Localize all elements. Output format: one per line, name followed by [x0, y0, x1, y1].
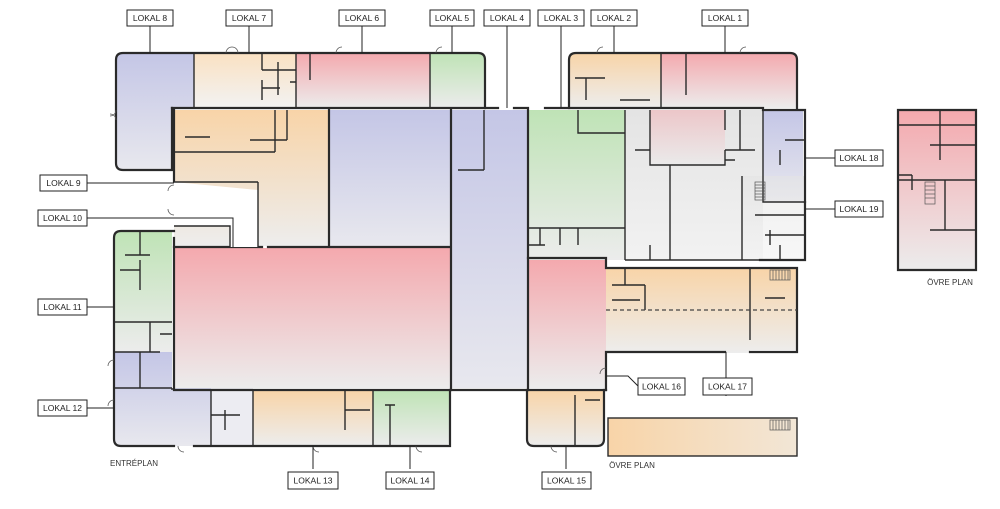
label-text-lokal-9: LOKAL 9	[46, 178, 80, 188]
label-text-lokal-18: LOKAL 18	[840, 153, 879, 163]
label-text-lokal-5: LOKAL 5	[435, 13, 469, 23]
room-upper-right	[898, 110, 976, 270]
label-box-lokal-14	[385, 471, 435, 490]
label-text-lokal-2: LOKAL 2	[597, 13, 631, 23]
unit-labels: LOKAL 1 LOKAL 2 LOKAL 3 LOKAL 4 LOKAL 5 LOKAL…	[37, 9, 884, 490]
label-box-lokal-13	[287, 471, 339, 490]
label-lokal-7: LOKAL 7	[225, 9, 273, 27]
label-box-lokal-4	[483, 9, 531, 27]
label-box-lokal-9	[39, 174, 88, 192]
room-lokal-14	[373, 390, 450, 446]
label-text-lokal-8: LOKAL 8	[133, 13, 167, 23]
label-lokal-5: LOKAL 5	[429, 9, 475, 27]
room-lokal-17-upper	[608, 418, 797, 456]
label-lokal-8: LOKAL 8	[126, 9, 174, 27]
room-right-red	[650, 110, 725, 165]
stairs-icon-lokal-16	[769, 269, 791, 281]
label-text-lokal-3: LOKAL 3	[544, 13, 578, 23]
leader-lines	[87, 26, 835, 469]
label-text-lokal-17: LOKAL 17	[708, 381, 747, 391]
room-lokal-2	[569, 53, 661, 108]
room-lokal-8	[116, 53, 194, 170]
room-blue-center	[329, 110, 451, 246]
stairs-icon-center-right	[754, 181, 766, 201]
label-box-lokal-7	[225, 9, 273, 27]
label-text-lokal-4: LOKAL 4	[490, 13, 524, 23]
room-lokal-12	[114, 352, 211, 446]
label-box-lokal-3	[537, 9, 585, 27]
label-text-lokal-13: LOKAL 13	[294, 475, 333, 485]
room-red-small	[528, 260, 606, 388]
label-lokal-18: LOKAL 18	[834, 149, 884, 167]
label-lokal-1: LOKAL 1	[701, 9, 749, 27]
upper-floor-caption-right: ÖVRE PLAN	[927, 278, 973, 287]
label-text-lokal-6: LOKAL 6	[345, 13, 379, 23]
label-box-lokal-8	[126, 9, 174, 27]
walls	[112, 51, 978, 457]
label-lokal-10: LOKAL 10	[37, 209, 88, 227]
label-box-lokal-18	[834, 149, 884, 167]
label-text-lokal-19: LOKAL 19	[840, 204, 879, 214]
label-lokal-16: LOKAL 16	[637, 377, 686, 396]
label-text-lokal-16: LOKAL 16	[642, 381, 681, 391]
upper-floor-caption-bottom: ÖVRE PLAN	[609, 461, 655, 470]
label-lokal-6: LOKAL 6	[338, 9, 386, 27]
label-lokal-4: LOKAL 4	[483, 9, 531, 27]
room-fills	[114, 53, 976, 456]
label-box-lokal-6	[338, 9, 386, 27]
entry-floor-caption: ENTRÉPLAN	[110, 459, 158, 468]
label-box-lokal-11	[37, 298, 88, 316]
room-lokal-16	[606, 268, 797, 353]
label-lokal-11: LOKAL 11	[37, 298, 88, 316]
label-lokal-14: LOKAL 14	[385, 471, 435, 490]
label-lokal-9: LOKAL 9	[39, 174, 88, 192]
label-box-lokal-5	[429, 9, 475, 27]
label-text-lokal-10: LOKAL 10	[43, 213, 82, 223]
stairs-icon-upper-right	[924, 181, 936, 205]
label-box-lokal-19	[834, 200, 884, 218]
label-text-lokal-7: LOKAL 7	[232, 13, 266, 23]
label-box-lokal-12	[37, 399, 88, 417]
room-lokal-7	[194, 53, 296, 108]
label-box-lokal-16	[637, 377, 686, 396]
passage-left	[174, 181, 259, 247]
room-lokal-15	[527, 390, 604, 446]
label-lokal-15: LOKAL 15	[541, 471, 592, 490]
room-lokal-12-b	[211, 388, 253, 446]
label-box-lokal-17	[702, 377, 753, 396]
label-lokal-12: LOKAL 12	[37, 399, 88, 417]
label-text-lokal-12: LOKAL 12	[43, 403, 82, 413]
label-lokal-13: LOKAL 13	[287, 471, 339, 490]
label-box-lokal-15	[541, 471, 592, 490]
label-lokal-3: LOKAL 3	[537, 9, 585, 27]
label-lokal-2: LOKAL 2	[590, 9, 638, 27]
label-text-lokal-15: LOKAL 15	[547, 475, 586, 485]
label-text-lokal-14: LOKAL 14	[391, 475, 430, 485]
room-lokal-13	[253, 390, 373, 446]
room-lokal-5	[430, 53, 485, 108]
stairs-icons	[754, 181, 936, 431]
label-lokal-17: LOKAL 17	[702, 377, 753, 396]
label-text-lokal-1: LOKAL 1	[708, 13, 742, 23]
label-box-lokal-2	[590, 9, 638, 27]
label-lokal-19: LOKAL 19	[834, 200, 884, 218]
room-lokal-19	[742, 176, 804, 260]
room-lokal-10	[174, 248, 451, 388]
room-lokal-4	[451, 110, 528, 388]
label-box-lokal-1	[701, 9, 749, 27]
label-text-lokal-11: LOKAL 11	[43, 302, 82, 312]
room-lokal-1	[661, 53, 797, 108]
label-box-lokal-10	[37, 209, 88, 227]
room-lokal-3	[528, 110, 625, 260]
stairs-icon-lokal-17	[769, 419, 791, 431]
room-lokal-6	[296, 53, 430, 108]
